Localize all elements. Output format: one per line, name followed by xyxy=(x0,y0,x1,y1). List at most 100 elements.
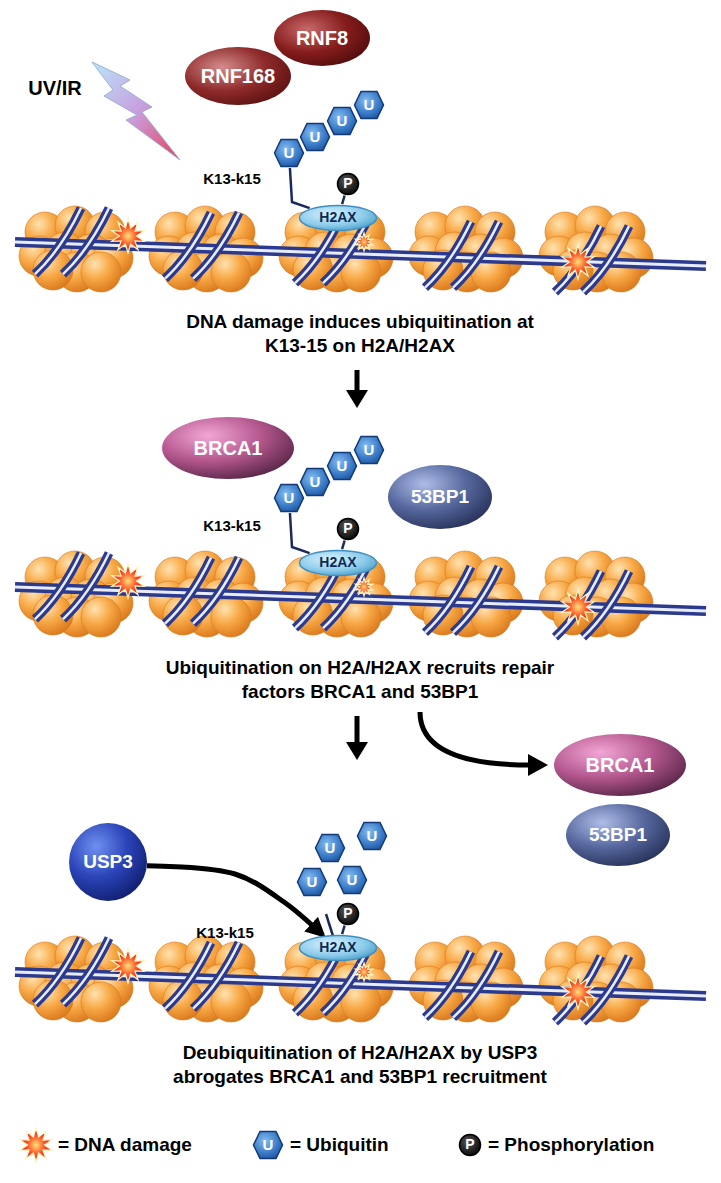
ubiquitin-hexagon: U xyxy=(314,833,346,863)
dna-damage-legend-star xyxy=(20,1128,52,1162)
ubiquitin-hexagon: U xyxy=(273,138,305,168)
dna-damage-star xyxy=(355,233,372,251)
node-text: BRCA1 xyxy=(194,437,263,459)
nucleosome xyxy=(409,551,523,637)
ubiquitin-hexagon: U xyxy=(299,467,331,497)
dna-wrap xyxy=(63,208,109,274)
nucleosome xyxy=(409,936,523,1022)
phospho-link xyxy=(342,196,345,205)
ellipse-outline xyxy=(554,734,686,796)
ellipse-outline xyxy=(338,904,359,925)
hexagon-outline xyxy=(275,140,304,167)
free-k13-k15-tail xyxy=(326,914,333,936)
uv-ir-lightning-bolt xyxy=(92,62,180,160)
hexagon-outline xyxy=(355,92,384,119)
dna-groove xyxy=(63,938,109,1004)
hexagon-outline xyxy=(301,124,330,151)
ellipse-outline xyxy=(460,1135,481,1156)
dna-wrap xyxy=(193,213,239,279)
dna-wrap xyxy=(193,943,239,1009)
dna-groove xyxy=(453,952,499,1018)
chromatin-row xyxy=(15,551,706,637)
dna-damage-star xyxy=(562,590,594,624)
down-arrow xyxy=(355,716,360,744)
step-caption: Ubiquitination on H2A/H2AX recruits repa… xyxy=(160,656,560,704)
residue-label: K13-k15 xyxy=(196,923,254,942)
ellipse-outline xyxy=(162,417,294,479)
dna-wrap xyxy=(63,938,109,1004)
node-text: USP3 xyxy=(83,852,133,873)
node-text: U xyxy=(284,145,295,162)
ellipse-outline xyxy=(566,804,670,866)
transition-arrows xyxy=(346,370,548,776)
hexagon-outline xyxy=(298,869,327,896)
node-text: P xyxy=(343,521,352,536)
ubiquitin-tail-link xyxy=(290,168,310,208)
node-text: U xyxy=(310,474,321,491)
dna-damage-star xyxy=(112,564,144,598)
hexagon-outline xyxy=(358,823,387,850)
dna-groove xyxy=(453,222,499,288)
ellipse-outline xyxy=(300,551,377,576)
histone-sphere xyxy=(81,597,121,637)
ubiquitin-tail-link xyxy=(290,513,310,553)
dna-wrap xyxy=(453,952,499,1018)
h2ax-histone: H2AX xyxy=(298,549,378,577)
dna-wrap xyxy=(453,567,499,633)
residue-label: K13-k15 xyxy=(203,516,261,535)
e3-ligase-ellipse: RNF168 xyxy=(185,47,291,105)
hexagon-outline xyxy=(275,485,304,512)
dna-groove xyxy=(193,558,239,624)
hexagon-outline xyxy=(328,453,357,480)
hexagon-outline xyxy=(338,867,367,894)
deubiquitinase-circle: USP3 xyxy=(69,823,147,901)
phosphorylation-circle: P xyxy=(458,1133,482,1157)
down-arrow xyxy=(355,370,360,392)
ubiquitin-hexagon: U xyxy=(353,90,385,120)
phospho-link xyxy=(342,926,345,935)
dna-groove xyxy=(453,567,499,633)
dna-groove xyxy=(63,208,109,274)
ubiquitin-hexagon: U xyxy=(252,1130,284,1160)
ubiquitin-hexagon: U xyxy=(296,867,328,897)
legend-item: = Ubiquitin xyxy=(290,1134,389,1156)
ubiquitin-hexagon: U xyxy=(326,451,358,481)
released-repair-factor: 53BP1 xyxy=(566,804,670,866)
node-text: U xyxy=(337,113,348,130)
node-text: U xyxy=(364,97,375,114)
node-text: BRCA1 xyxy=(586,754,655,776)
dna-groove xyxy=(193,943,239,1009)
node-text: H2AX xyxy=(319,555,356,570)
h2ax-histone: H2AX xyxy=(298,204,378,232)
node-text: U xyxy=(364,442,375,459)
hexagon-outline xyxy=(355,437,384,464)
dna-groove xyxy=(63,553,109,619)
node-text: P xyxy=(465,1137,474,1152)
node-text: U xyxy=(325,840,336,857)
node-text: RNF8 xyxy=(296,27,348,49)
node-text: U xyxy=(263,1137,274,1154)
node-text: 53BP1 xyxy=(411,487,469,508)
step-caption: DNA damage induces ubiquitination at K13… xyxy=(174,310,546,358)
legend-item: = DNA damage xyxy=(58,1134,192,1156)
ubiquitin-hexagon: U xyxy=(299,122,331,152)
legend-item: = Phosphorylation xyxy=(488,1134,654,1156)
node-text: U xyxy=(347,872,358,889)
phosphorylation-circle: P xyxy=(336,902,360,926)
ubiquitin-hexagon: U xyxy=(326,106,358,136)
legend-text: = Ubiquitin xyxy=(290,1134,389,1156)
dna-damage-star xyxy=(355,963,372,981)
e3-ligase-ellipse: RNF8 xyxy=(274,10,370,66)
ellipse-outline xyxy=(69,823,147,901)
histone-sphere xyxy=(81,252,121,292)
node-text: U xyxy=(310,129,321,146)
node-text: U xyxy=(337,458,348,475)
chromatin-row xyxy=(15,206,706,292)
ellipse-outline xyxy=(300,206,377,231)
legend-text: = DNA damage xyxy=(58,1134,192,1156)
arrow-head xyxy=(528,754,548,776)
residue-label: K13-k15 xyxy=(203,169,261,188)
